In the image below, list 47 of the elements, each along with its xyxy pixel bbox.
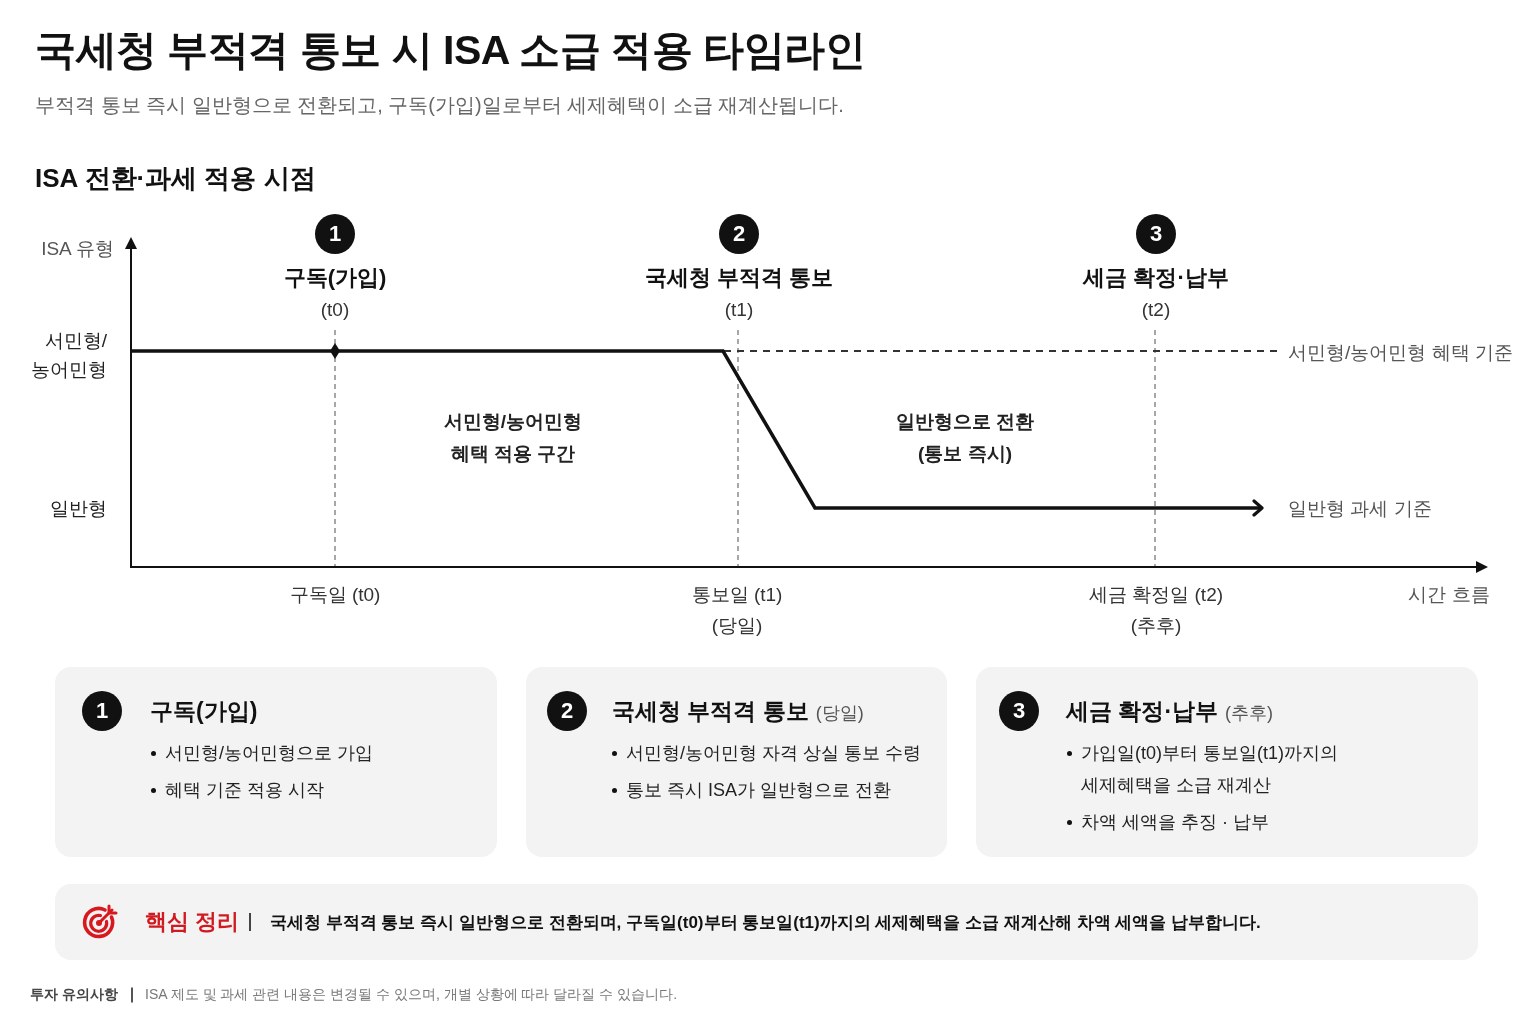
- info-card: [526, 667, 947, 857]
- zone-label: 서민형/농어민형 혜택 적용 구간: [442, 410, 584, 466]
- info-card: [976, 667, 1478, 857]
- number-badge: 1: [82, 691, 122, 731]
- tick-note: (추후): [1130, 614, 1182, 638]
- card-heading: 세금 확정·납부: [1066, 696, 1219, 726]
- time-label: (t0): [320, 299, 350, 321]
- axis-tick-label: 세금 확정일 (t2): [1088, 583, 1224, 607]
- card-heading: 구독(가입): [150, 696, 258, 726]
- info-card: [55, 667, 497, 857]
- card-heading: 국세청 부적격 통보: [612, 696, 809, 726]
- title: 국세청 부적격 통보 시 ISA 소급 적용 타임라인: [35, 25, 866, 75]
- axis-tick-label: 서민형/ 농어민형: [31, 329, 107, 382]
- footer-note: ISA 제도 및 과세 관련 내용은 변경될 수 있으며, 개별 상황에 따라 달라질 수 있습니다.: [145, 986, 678, 1004]
- axis-title: 시간 흐름: [1408, 583, 1490, 607]
- subtitle: 부적격 통보 즉시 일반형으로 전환되고, 구독(가입)일로부터 세제혜택이 소급 재계산됩니다.: [35, 92, 844, 118]
- list-item: 통보 즉시 ISA가 일반형으로 전환: [626, 779, 892, 802]
- time-label: (t1): [724, 299, 754, 321]
- zone-label: 일반형으로 전환 (통보 즉시): [894, 410, 1036, 466]
- line-label: 서민형/농어민형 혜택 기준: [1288, 341, 1513, 365]
- number-badge: 2: [719, 214, 759, 254]
- list-item: 혜택 기준 적용 시작: [165, 779, 324, 802]
- heading-note: (당일): [815, 701, 864, 725]
- axis-tick-label: 일반형: [50, 497, 107, 521]
- footer-label: 투자 유의사항: [30, 986, 118, 1004]
- axis-tick-label: 구독일 (t0): [289, 583, 381, 607]
- timeline-heading: 구독(가입): [283, 264, 387, 292]
- summary-label: 핵심 정리: [145, 908, 240, 936]
- list-item: 서민형/농어민형 자격 상실 통보 수령: [626, 742, 921, 765]
- section-heading: ISA 전환·과세 적용 시점: [35, 161, 316, 195]
- axis-title: ISA 유형: [41, 237, 114, 261]
- timeline-heading: 국세청 부적격 통보: [644, 264, 834, 292]
- tick-note: (당일): [711, 614, 763, 638]
- summary-bar: [55, 884, 1478, 960]
- list-item: 차액 세액을 추징 · 납부: [1081, 811, 1269, 834]
- axis-tick-label: 통보일 (t1): [691, 583, 783, 607]
- line-label: 일반형 과세 기준: [1288, 497, 1432, 521]
- number-badge: 3: [1136, 214, 1176, 254]
- list-item: 서민형/농어민형으로 가입: [165, 742, 373, 765]
- number-badge: 1: [315, 214, 355, 254]
- number-badge: 3: [999, 691, 1039, 731]
- list-item: 가입일(t0)부터 통보일(t1)까지의 세제혜택을 소급 재계산: [1081, 742, 1339, 797]
- heading-note: (추후): [1225, 701, 1274, 725]
- number-badge: 2: [547, 691, 587, 731]
- timeline-heading: 세금 확정·납부: [1083, 264, 1229, 292]
- summary-text: 국세청 부적격 통보 즉시 일반형으로 전환되며, 구독일(t0)부터 통보일(t1)까지의 세제혜택을 소급 재계산해 차액 세액을 납부합니다.: [270, 911, 1261, 934]
- time-label: (t2): [1141, 299, 1171, 321]
